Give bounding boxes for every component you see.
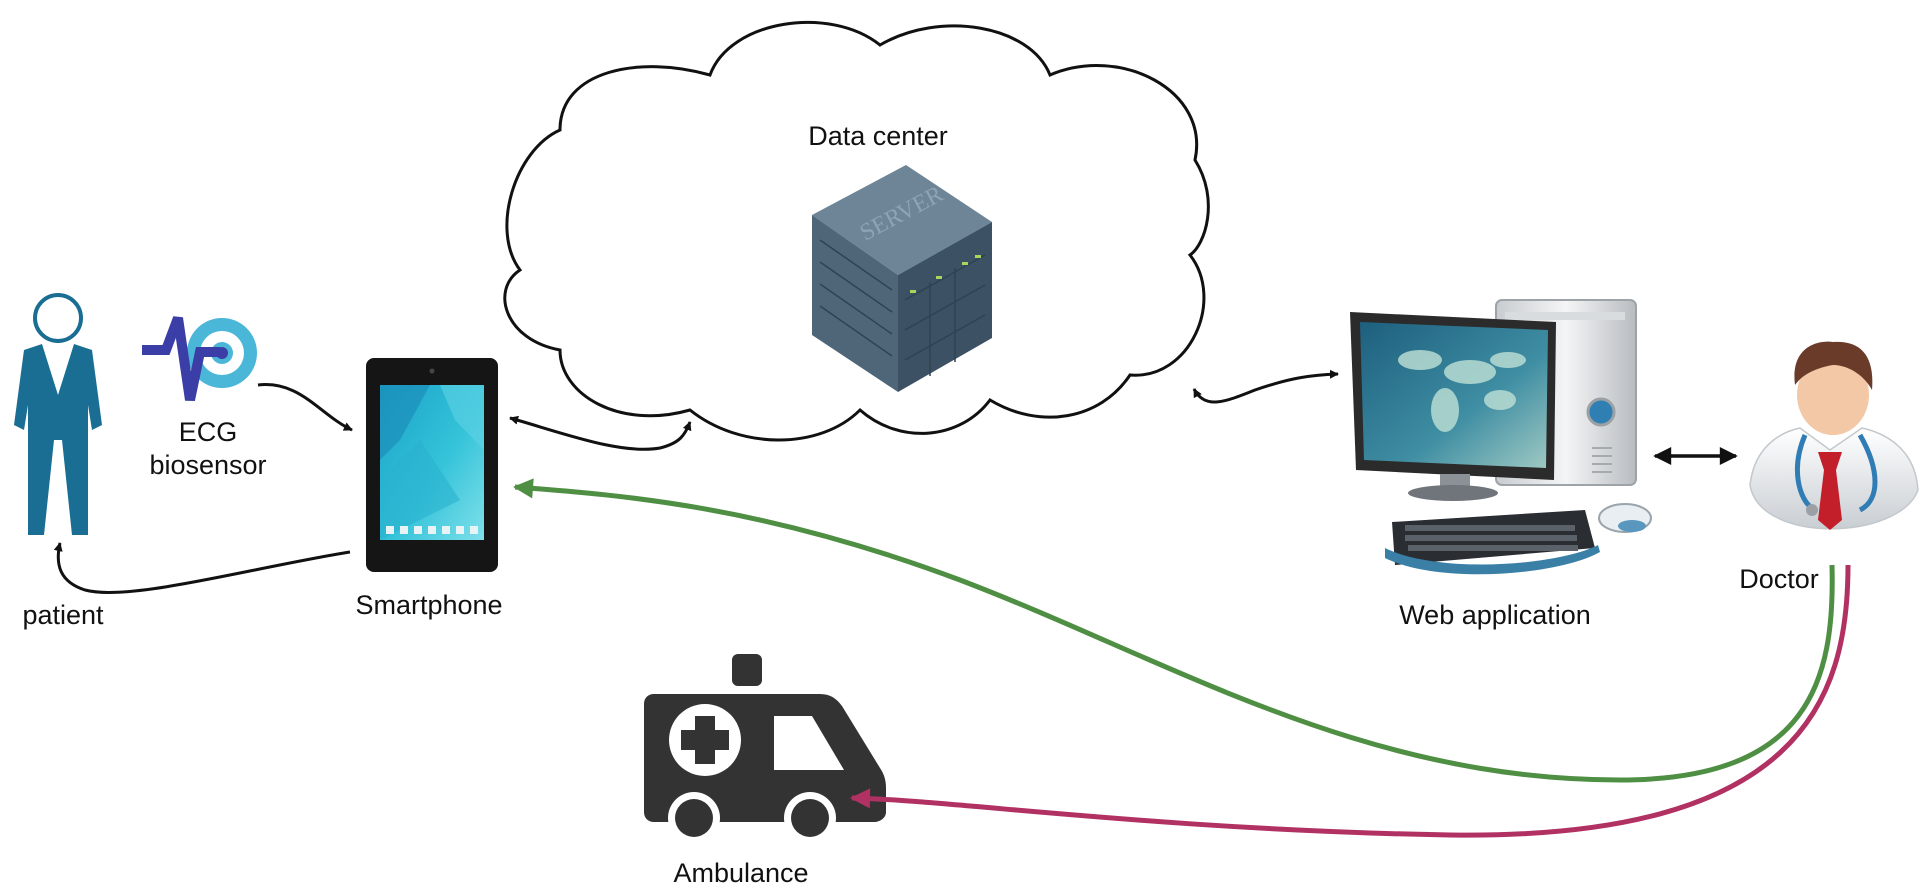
arrow-doctor-to-smartphone [513, 478, 1835, 783]
patient-icon [14, 293, 102, 535]
ecg-node: ECG biosensor [142, 316, 267, 480]
doctor-label: Doctor [1739, 564, 1819, 594]
ambulance-label: Ambulance [673, 858, 808, 888]
web-app-node: Web application [1350, 299, 1652, 630]
arrow-doctor-to-ambulance [850, 564, 1851, 838]
patient-node: patient [14, 293, 104, 630]
ecg-label-line2: biosensor [149, 450, 266, 480]
server-icon: SERVER [812, 165, 992, 392]
ambulance-node: Ambulance [644, 654, 886, 888]
desktop-computer-icon [1350, 299, 1652, 575]
ecg-label-line1: ECG [179, 417, 238, 447]
patient-label: patient [22, 600, 104, 630]
smartphone-label: Smartphone [355, 590, 502, 620]
smartphone-icon [366, 358, 498, 572]
ecg-icon [142, 316, 257, 402]
arrow-ecg-to-smartphone [257, 383, 353, 432]
arrow-smartphone-to-patient [53, 542, 351, 594]
data-center-node: Data center SERVER [503, 20, 1210, 442]
arrow-datacenter-webapp [1192, 369, 1339, 404]
web-app-label: Web application [1399, 600, 1591, 630]
connections [53, 369, 1851, 838]
doctor-icon [1749, 341, 1919, 530]
arrow-smartphone-datacenter [509, 415, 692, 451]
doctor-node: Doctor [1739, 341, 1919, 594]
ambulance-icon [644, 654, 886, 844]
smartphone-node: Smartphone [355, 358, 503, 620]
data-center-label: Data center [808, 121, 948, 151]
